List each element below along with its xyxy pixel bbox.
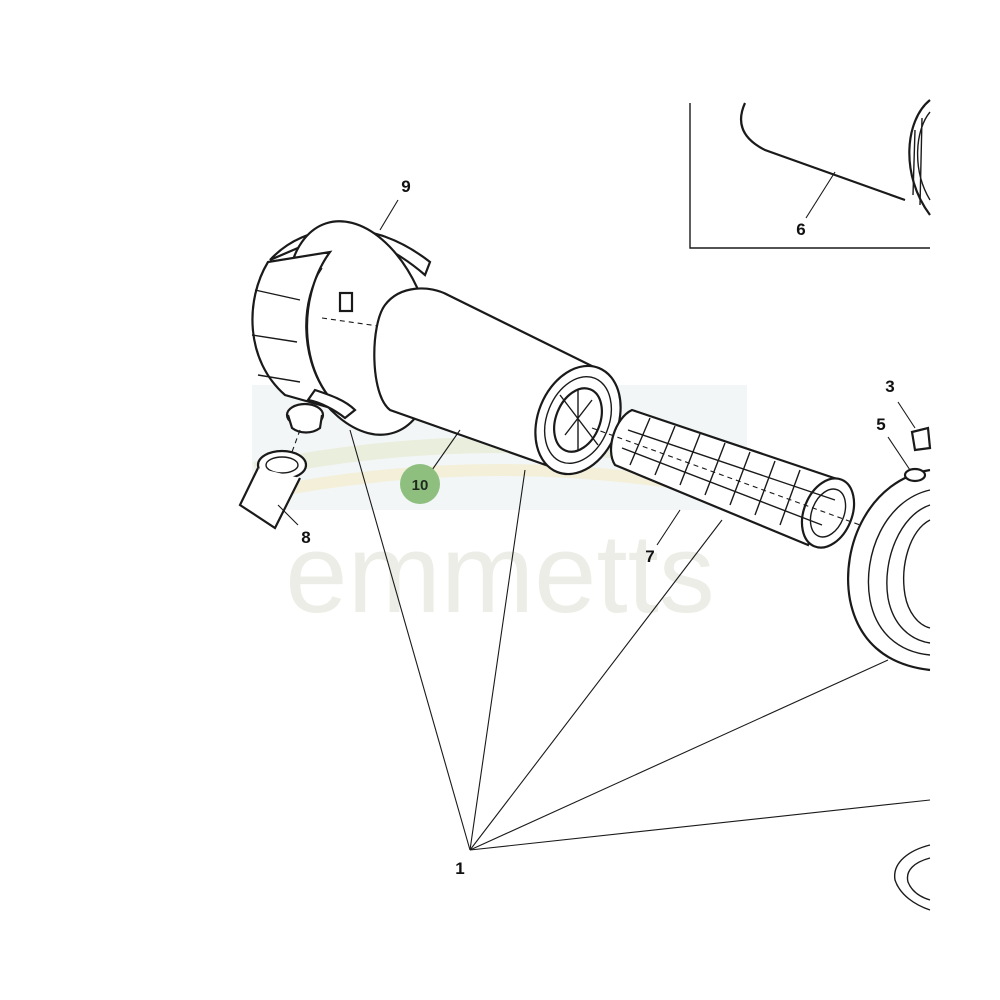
leader-10 — [431, 429, 461, 471]
seal-part-5 — [887, 436, 927, 483]
callout-1[interactable]: 1 — [455, 859, 464, 878]
inner-filter-part-7 — [591, 408, 861, 549]
callout-10[interactable]: 10 — [412, 477, 429, 494]
leader-6 — [805, 171, 836, 219]
watermark-text: emmetts — [285, 511, 714, 636]
outer-filter-part-10 — [373, 287, 622, 476]
leader-8 — [277, 504, 299, 526]
callout-6[interactable]: 6 — [796, 220, 805, 239]
callout-8[interactable]: 8 — [301, 528, 310, 547]
leader-9 — [379, 199, 399, 231]
fitting-part-3 — [897, 401, 932, 452]
leader-3 — [897, 401, 916, 429]
air-cleaner-housing — [847, 468, 931, 911]
callout-9[interactable]: 9 — [401, 177, 410, 196]
callout-5[interactable]: 5 — [876, 415, 885, 434]
callout-7[interactable]: 7 — [645, 547, 654, 566]
callout-3[interactable]: 3 — [885, 377, 894, 396]
leaders-1 — [349, 429, 931, 851]
callout-10-highlight — [400, 464, 440, 504]
valve-part-8 — [238, 449, 308, 530]
leader-7 — [656, 509, 681, 546]
inset-box — [689, 99, 931, 249]
leader-5 — [887, 436, 911, 471]
outlet-spigot — [285, 402, 325, 453]
